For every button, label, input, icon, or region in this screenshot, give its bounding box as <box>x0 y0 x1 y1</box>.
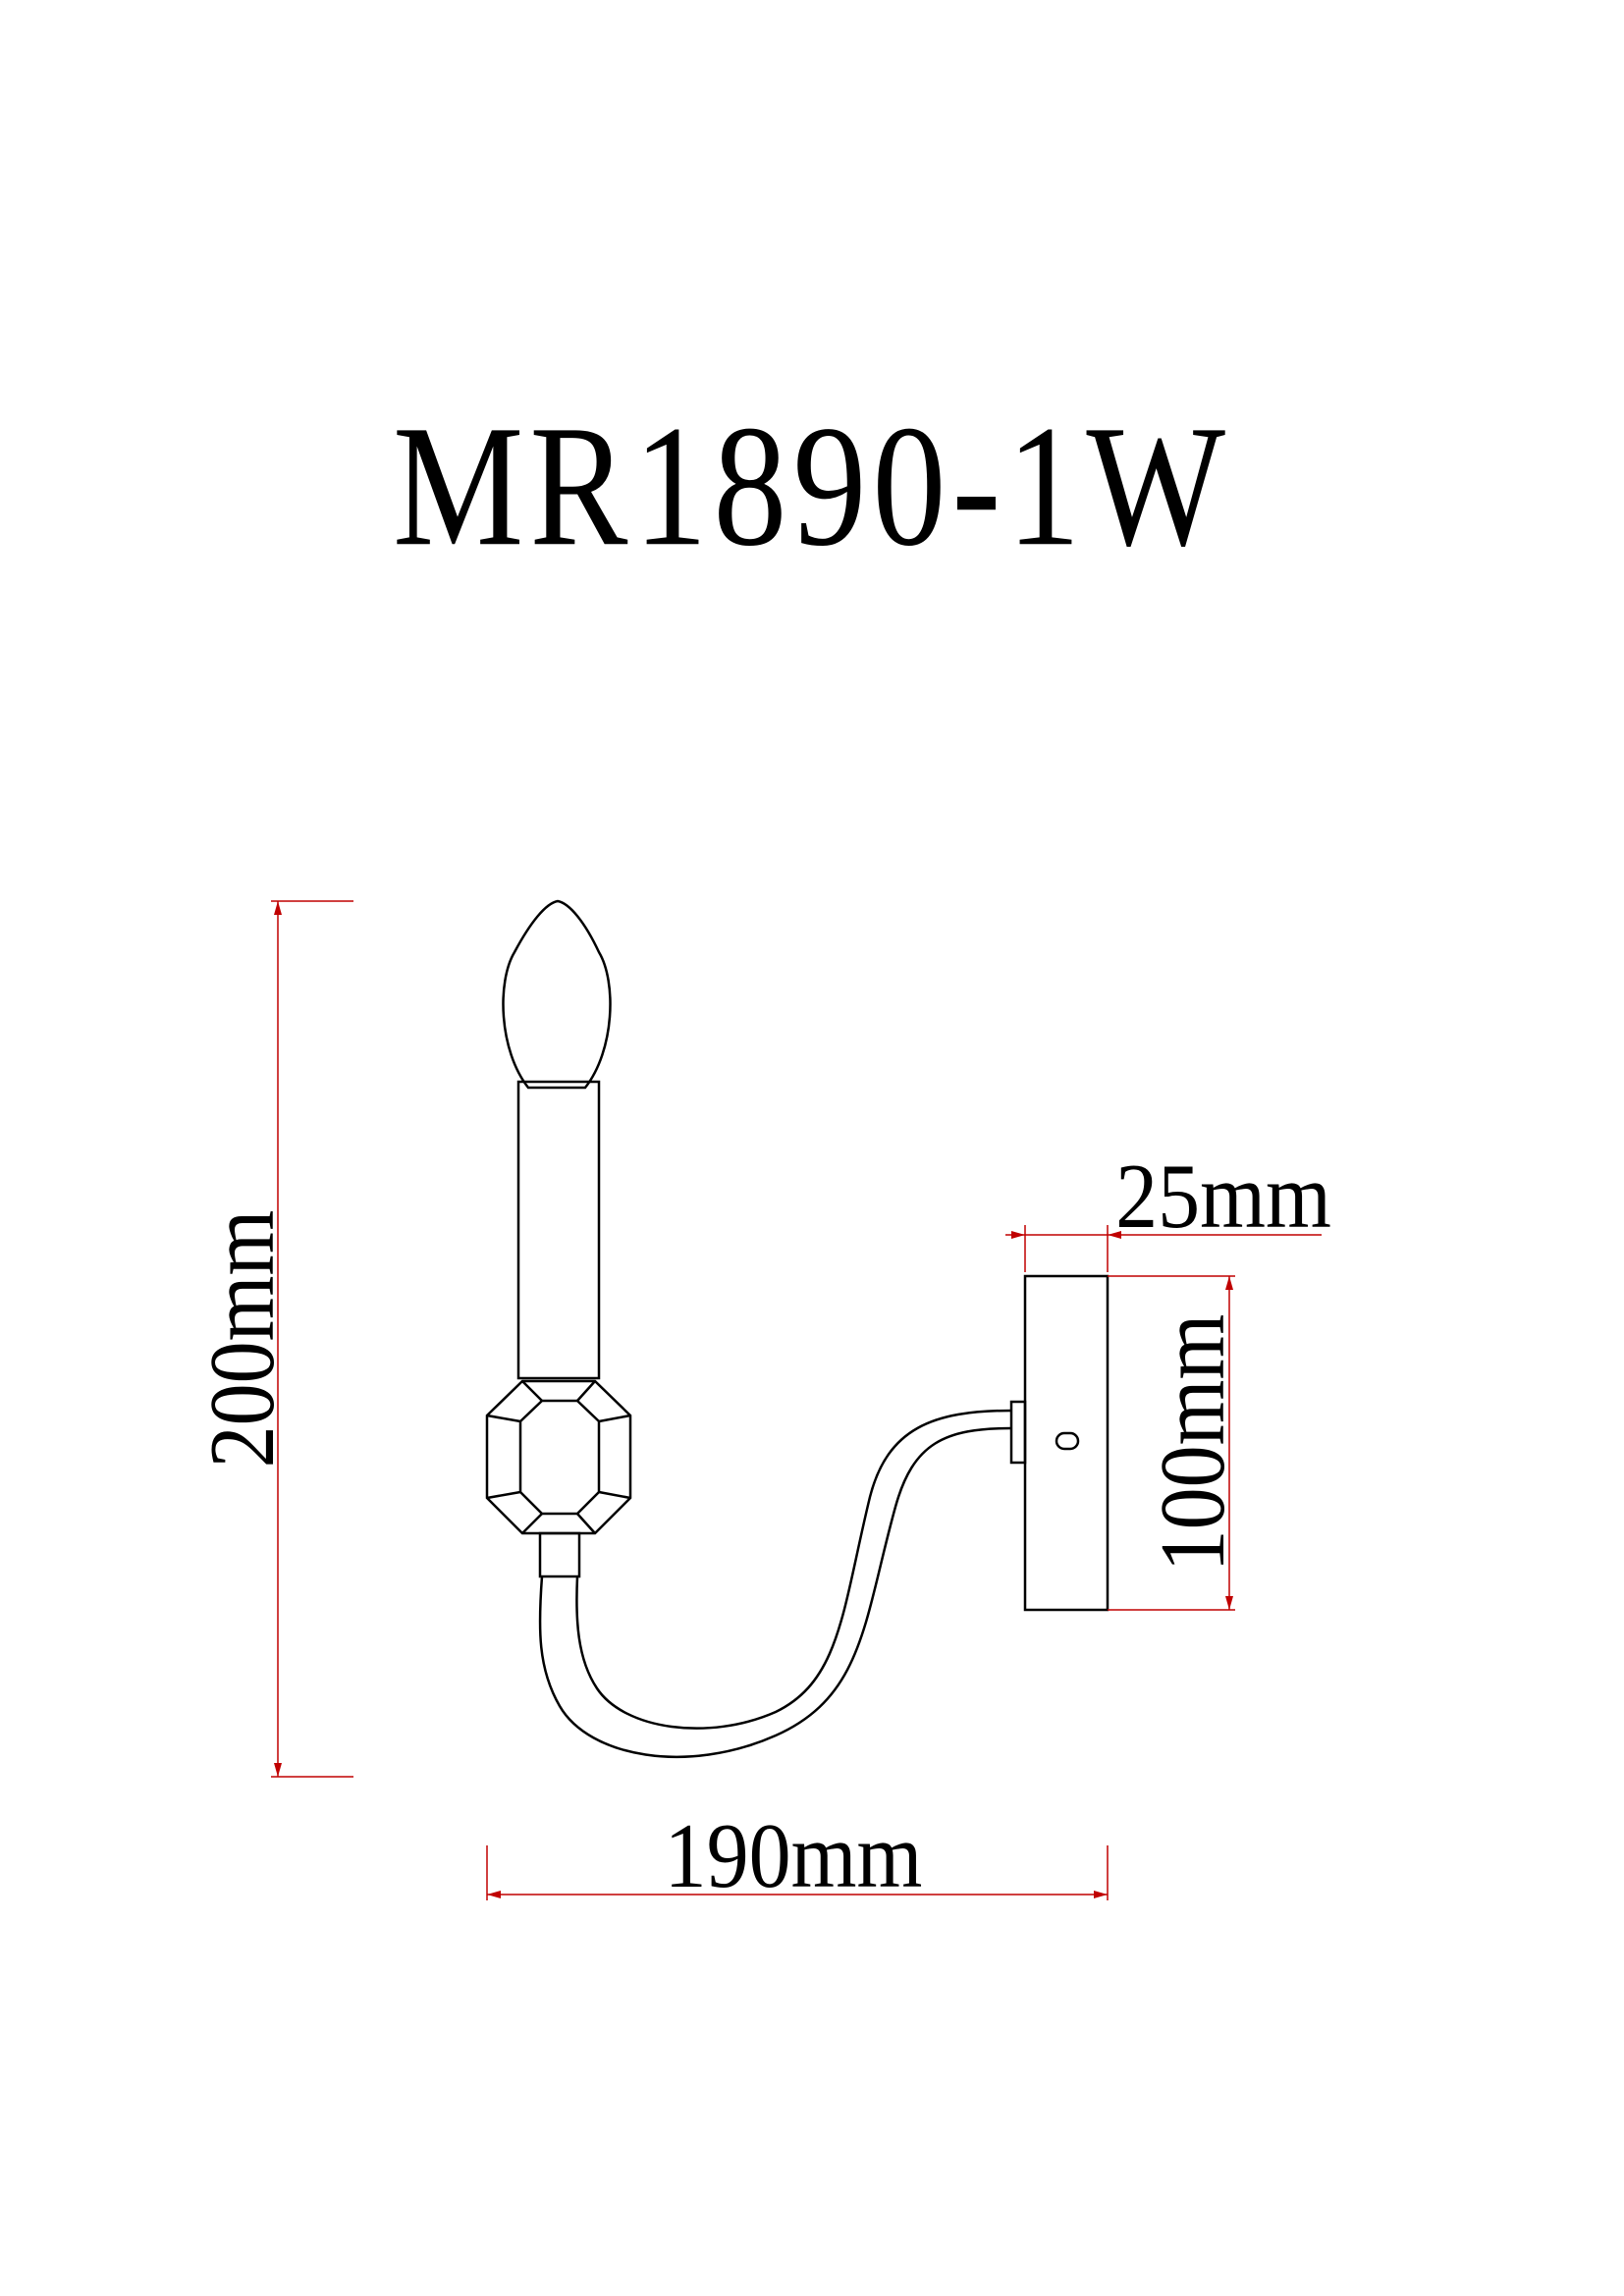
crystal-ornament <box>485 1379 632 1535</box>
backplate <box>1023 1274 1110 1612</box>
screw-slot <box>1055 1431 1080 1451</box>
bulb-shape <box>502 899 612 1090</box>
height-label: 200mm <box>189 1210 294 1468</box>
model-title: MR1890-1W <box>393 390 1231 583</box>
arm-mount-nut <box>1009 1400 1027 1465</box>
arm-collar <box>538 1531 581 1578</box>
width-label: 190mm <box>665 1803 923 1907</box>
lamp-outline <box>485 899 1110 1758</box>
depth-label: 25mm <box>1115 1144 1331 1248</box>
candle-tube <box>516 1080 601 1380</box>
plate-height-label: 100mm <box>1140 1314 1244 1573</box>
dimension-lines <box>271 900 1322 1900</box>
arm-outer <box>538 1426 1012 1758</box>
arm-inner <box>575 1409 1012 1730</box>
bulb <box>505 953 562 1058</box>
